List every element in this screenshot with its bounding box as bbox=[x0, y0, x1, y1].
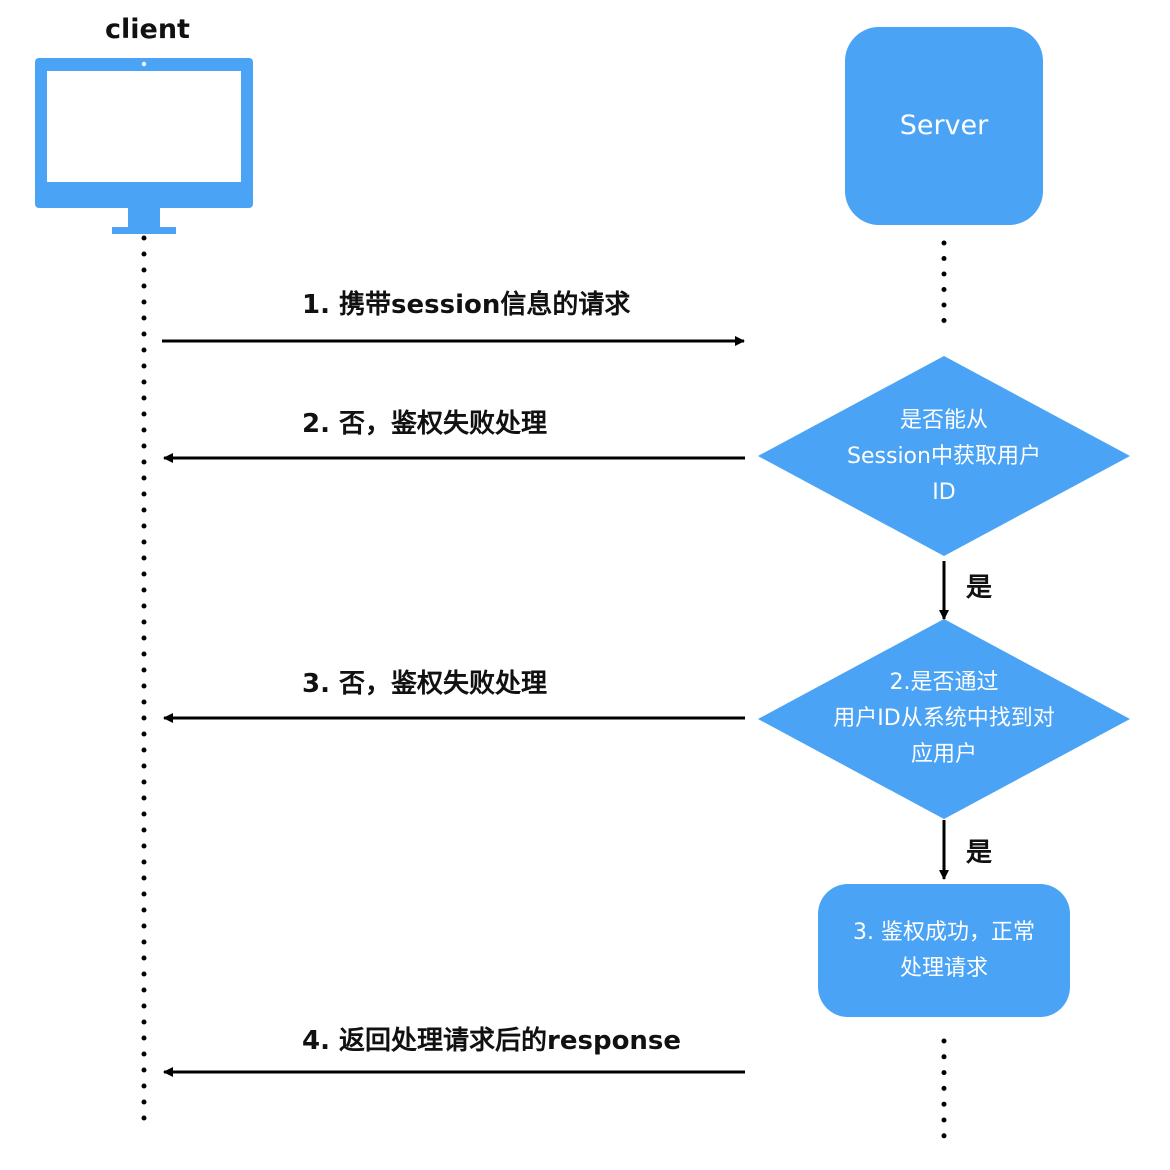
client-label: client bbox=[105, 14, 190, 45]
decision-session-text: 是否能从 Session中获取用户 ID bbox=[804, 400, 1084, 514]
monitor-icon bbox=[35, 58, 253, 234]
success-text: 3. 鉴权成功，正常 处理请求 bbox=[818, 884, 1070, 1017]
message-request: 1. 携带session信息的请求 bbox=[302, 290, 631, 320]
message-fail-1: 2. 否，鉴权失败处理 bbox=[302, 409, 548, 439]
decision-session-line-2: Session中获取用户 bbox=[847, 444, 1041, 469]
decision-session-line-1: 是否能从 bbox=[899, 408, 988, 433]
server-box bbox=[845, 27, 1043, 225]
server-label: Server bbox=[845, 27, 1043, 225]
yes-label-1: 是 bbox=[966, 573, 993, 603]
success-line-1: 3. 鉴权成功，正常 bbox=[853, 919, 1035, 945]
success-box bbox=[818, 884, 1070, 1017]
server-label-text: Server bbox=[899, 110, 989, 141]
success-line-2: 处理请求 bbox=[899, 955, 988, 981]
message-response: 4. 返回处理请求后的response bbox=[302, 1026, 682, 1056]
decision-user-line-2: 用户ID从系统中找到对 bbox=[833, 706, 1055, 731]
decision-user-line-3: 应用户 bbox=[910, 742, 977, 767]
decision-user-line-1: 2.是否通过 bbox=[889, 670, 999, 695]
decision-diamond-session bbox=[758, 356, 1130, 556]
decision-diamond-user bbox=[758, 619, 1130, 819]
decision-user-text: 2.是否通过 用户ID从系统中找到对 应用户 bbox=[794, 663, 1094, 775]
message-fail-2: 3. 否，鉴权失败处理 bbox=[302, 669, 548, 699]
decision-session-line-3: ID bbox=[932, 480, 956, 505]
yes-label-2: 是 bbox=[966, 838, 993, 868]
